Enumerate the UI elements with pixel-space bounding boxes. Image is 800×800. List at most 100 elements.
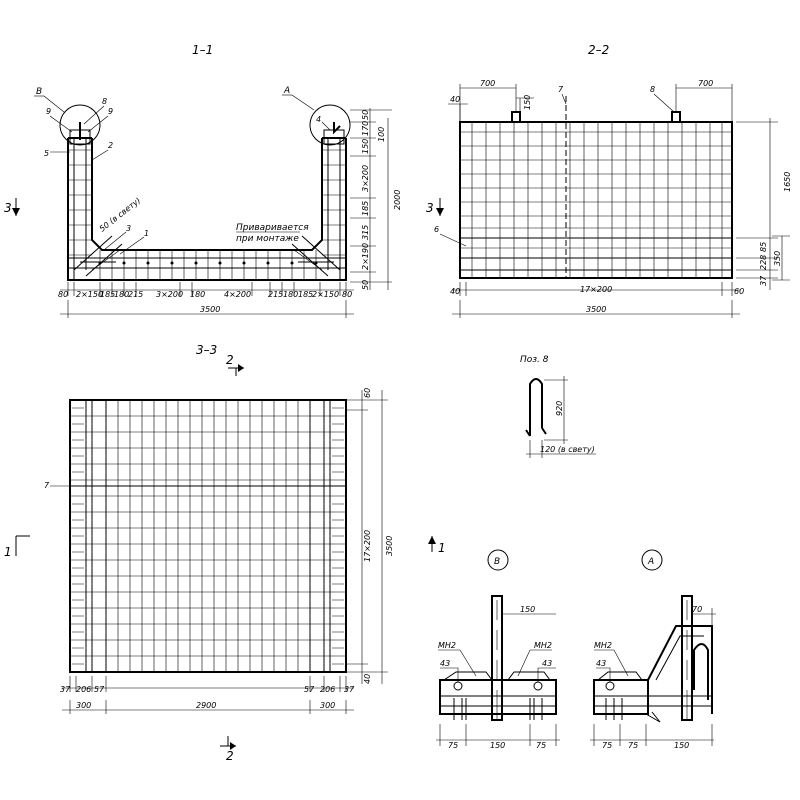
pos6-label: 6 [434, 225, 439, 234]
rdim-7: 50 [361, 280, 370, 290]
pos7-label: 7 [558, 85, 564, 94]
rdim-extra: 100 [377, 127, 386, 142]
s22-top-dimensions: 700 700 150 40 7 8 6 [434, 79, 733, 247]
cut-mark-3-left-22: 3 [426, 198, 444, 216]
callout-b-label: В [36, 87, 42, 97]
detail-a: А МН2 43 70 75 75 150 [590, 549, 716, 750]
dim-300-right: 300 [320, 701, 335, 710]
pos2-label: 2 [108, 141, 113, 150]
detail-b-43-left: 43 [440, 659, 450, 668]
dim-40-bottom: 40 [450, 287, 460, 296]
svg-text:2: 2 [226, 749, 234, 763]
s22-bottom-dimensions: 40 17×200 60 3500 [450, 282, 744, 318]
detail-a-dim-70: 70 [692, 605, 702, 614]
callout-circle-a [309, 104, 351, 146]
rdim-5: 315 [361, 225, 370, 240]
bdim-10: 185 [298, 290, 313, 299]
svg-text:3: 3 [426, 201, 434, 215]
dim-40-top: 40 [450, 95, 460, 104]
bdim-9: 180 [283, 290, 298, 299]
dim-60-33: 60 [363, 388, 372, 398]
cut-mark-1-left: 1 [4, 535, 30, 559]
callout-circle-b [59, 104, 101, 146]
bdim-11: 2×150 [312, 290, 339, 299]
dim-1650: 1650 [783, 172, 792, 192]
bs-3: 57 [304, 685, 315, 694]
bdim-7: 4×200 [224, 290, 251, 299]
dim-60: 60 [734, 287, 744, 296]
detail-a-circle [641, 549, 663, 571]
pos1-label: 1 [144, 229, 149, 238]
inner-clear-label: 50 (в свету) [98, 196, 143, 234]
dim-17x200: 17×200 [580, 285, 612, 294]
bdim-3: 180 [114, 290, 129, 299]
dim-228: 228 [759, 255, 768, 270]
poz-8-detail: Поз. 8 920 120 (в свету) [520, 355, 596, 458]
poz8-height: 920 [555, 401, 564, 416]
bdim-5: 3×200 [156, 290, 183, 299]
welding-note-line1: Приваривается [236, 223, 309, 233]
bs-5: 37 [344, 685, 355, 694]
section-2-2-title: 2–2 [588, 43, 609, 57]
section-1-1: 1–1 [4, 43, 402, 318]
detail-b: В МН2 МН2 43 43 150 75 150 75 [436, 549, 560, 750]
detail-a-bdim-1: 75 [628, 741, 638, 750]
rdim-0: 50 [361, 110, 370, 120]
dim-300-left: 300 [76, 701, 91, 710]
s22-right-dimensions: 1650 85 228 350 37 [736, 118, 792, 290]
welding-note-line2: при монтаже [236, 234, 299, 244]
bs-2: 57 [94, 685, 105, 694]
detail-b-bdim-1: 150 [490, 741, 505, 750]
pos9a-label: 9 [46, 107, 51, 116]
dim-700-right: 700 [698, 79, 713, 88]
dim-85: 85 [759, 242, 768, 252]
pos9b-label: 9 [108, 107, 113, 116]
rdim-3: 3×200 [361, 165, 370, 192]
detail-b-43-right: 43 [542, 659, 552, 668]
pos8-label-22: 8 [650, 85, 655, 94]
bs-0: 37 [60, 685, 71, 694]
detail-b-bdim-2: 75 [536, 741, 546, 750]
detail-b-bdim-0: 75 [448, 741, 458, 750]
detail-a-43: 43 [596, 659, 606, 668]
pos8-label: 8 [102, 97, 107, 106]
cut-mark-3-left: 3 [4, 198, 20, 216]
s11-bottom-dimensions: 80 2×150 185 180 215 3×200 180 4×200 215… [58, 282, 354, 318]
bdim-4: 215 [128, 290, 143, 299]
dim-350: 350 [773, 251, 782, 266]
section-2-2: 2–2 700 700 150 40 7 8 [426, 43, 792, 318]
s11-overall-dim: 3500 [200, 305, 220, 314]
detail-a-bdim-0: 75 [602, 741, 612, 750]
rdim-1: 170 [361, 121, 370, 136]
bdim-12: 80 [342, 290, 352, 299]
detail-b-circle [487, 549, 509, 571]
svg-text:1: 1 [438, 541, 446, 555]
detail-a-mh: МН2 [594, 641, 612, 650]
s22-overall-dim: 3500 [586, 305, 606, 314]
cut-mark-2-bottom: 2 [220, 736, 236, 763]
detail-b-mh-right: МН2 [534, 641, 552, 650]
dim-17x200-33: 17×200 [363, 530, 372, 562]
s11-right-dimensions: 50 170 150 3×200 185 315 2×190 50 100 20… [350, 108, 402, 290]
detail-a-bdim-2: 150 [674, 741, 689, 750]
detail-b-mh-left: МН2 [438, 641, 456, 650]
pos3-label: 3 [126, 224, 131, 233]
dim-37: 37 [759, 275, 768, 286]
bottom-bar-dots [98, 261, 318, 265]
detail-a-label: А [647, 557, 654, 567]
cut-mark-1-right: 1 [428, 536, 446, 555]
detail-b-label: В [494, 557, 500, 567]
bdim-1: 2×150 [76, 290, 103, 299]
svg-text:1: 1 [4, 545, 12, 559]
pos7-label-33: 7 [44, 481, 50, 490]
elevation-grid [459, 96, 733, 279]
section-3-3: 3–3 7 2 2 1 [4, 343, 446, 763]
section-1-1-title: 1–1 [192, 43, 213, 57]
u-cage-outline [67, 122, 347, 281]
rdim-2: 150 [361, 139, 370, 154]
dim-3500-33: 3500 [385, 536, 394, 556]
plan-grid [69, 399, 347, 673]
s33-right-dimensions: 60 17×200 3500 40 [346, 388, 394, 684]
bdim-0: 80 [58, 290, 68, 299]
